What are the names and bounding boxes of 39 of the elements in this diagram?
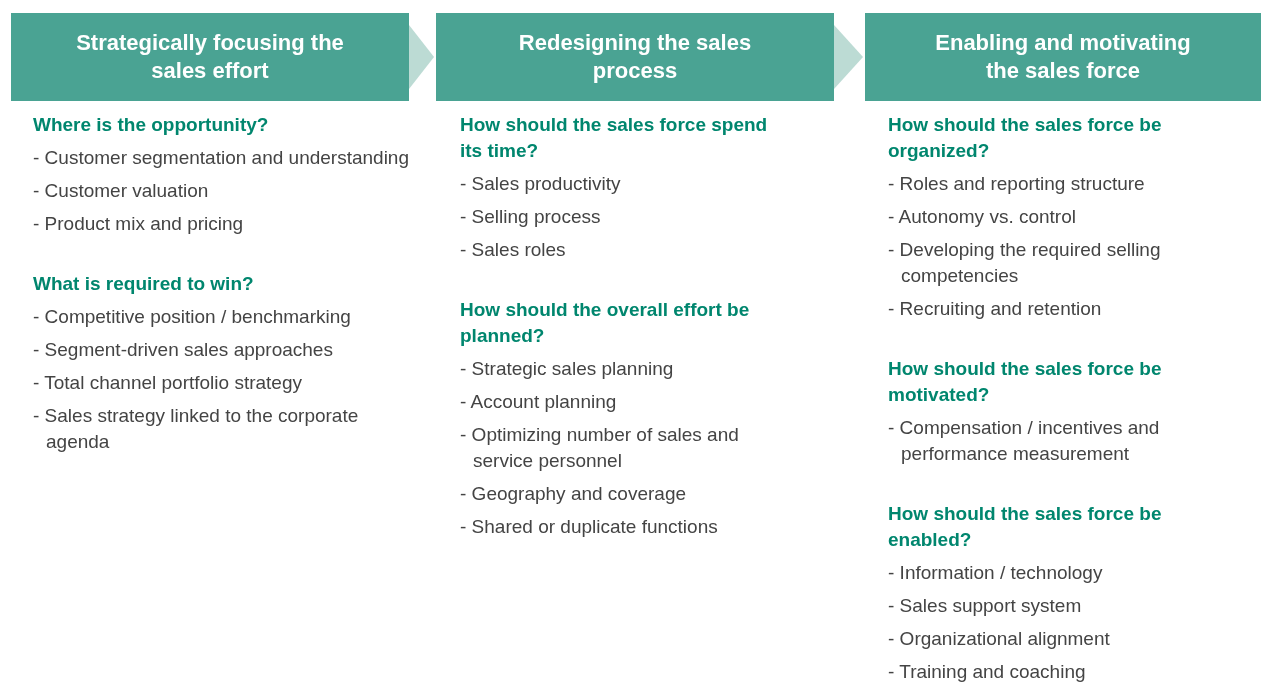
stage-box [436, 13, 834, 101]
list-item: - Selling process [460, 205, 602, 229]
list-item: - Segment-driven sales approaches [33, 338, 334, 362]
list-item: - Sales strategy linked to the corporate agenda [33, 404, 360, 454]
list-item: - Shared or duplicate functions [460, 515, 719, 539]
question-heading: How should the overall effort be planned? [460, 298, 751, 348]
list-item: - Sales support system [888, 594, 1083, 618]
question-heading: What is required to win? [33, 272, 255, 296]
list-item: - Roles and reporting structure [888, 172, 1146, 196]
stage-box [11, 13, 409, 101]
question-heading: How should the sales force be enabled? [888, 502, 1163, 552]
list-item: - Training and coaching [888, 660, 1087, 684]
list-item: - Customer segmentation and understanding [33, 146, 410, 170]
list-item: - Developing the required selling competencies [888, 238, 1162, 288]
list-item: - Optimizing number of sales and service personnel [460, 423, 740, 473]
list-item: - Organizational alignment [888, 627, 1111, 651]
list-item: - Compensation / incentives and performance measurement [888, 416, 1161, 466]
list-item: - Sales roles [460, 238, 567, 262]
list-item: - Strategic sales planning [460, 357, 675, 381]
list-item: - Recruiting and retention [888, 297, 1103, 321]
stage-box [865, 13, 1261, 101]
list-item: - Geography and coverage [460, 482, 688, 506]
question-heading: Where is the opportunity? [33, 113, 270, 137]
list-item: - Autonomy vs. control [888, 205, 1077, 229]
chevron-arrow [834, 25, 863, 89]
list-item: - Total channel portfolio strategy [33, 371, 303, 395]
question-heading: How should the sales force be organized? [888, 113, 1163, 163]
question-heading: How should the sales force spend its time? [460, 113, 769, 163]
list-item: - Customer valuation [33, 179, 210, 203]
stage-title: Enabling and motivating the sales force [934, 29, 1192, 85]
stage-title: Strategically focusing the sales effort [75, 29, 345, 85]
list-item: - Account planning [460, 390, 618, 414]
stage-title: Redesigning the sales process [517, 29, 753, 85]
chevron-arrow [409, 25, 434, 89]
list-item: - Competitive position / benchmarking [33, 305, 352, 329]
list-item: - Information / technology [888, 561, 1104, 585]
list-item: - Sales productivity [460, 172, 622, 196]
question-heading: How should the sales force be motivated? [888, 357, 1163, 407]
list-item: - Product mix and pricing [33, 212, 245, 236]
